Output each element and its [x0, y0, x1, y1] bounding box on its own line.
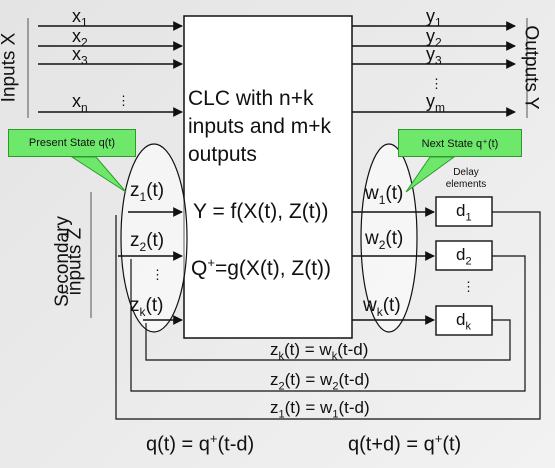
next-state-ellipse [360, 143, 418, 333]
clc-text-line3: outputs [188, 143, 257, 166]
delay-box-d2 [435, 240, 493, 271]
delay-label-line2: elements [445, 178, 487, 190]
input-label-x1: x1 [72, 6, 88, 30]
input-label-x2: x2 [72, 26, 88, 50]
clc-box [183, 15, 353, 339]
inputs-x-label: Inputs X [0, 32, 20, 103]
z-ellipsis: ⋮ [151, 267, 164, 282]
footer-equation-right: q(t+d) = q+(t) [348, 431, 462, 456]
output-label-y1: y1 [426, 6, 442, 30]
output-label-ym: ym [426, 91, 445, 115]
output-label-y3: y3 [426, 44, 442, 68]
present-state-callout: Present State q(t) [8, 129, 136, 157]
feedback-relation-2: z2(t) = w2(t-d) [270, 370, 370, 393]
footer-equation-left: q(t) = q+(t-d) [146, 431, 255, 456]
feedback-loop-k [145, 319, 511, 361]
feedback-loop-2 [130, 255, 526, 392]
z2-label: z2(t) [130, 230, 165, 254]
output-label-y2: y2 [426, 26, 442, 50]
feedback-relation-k: zk(t) = wk(t-d) [270, 340, 369, 363]
present-state-pointer [70, 156, 127, 193]
input-label-xn: xn [72, 91, 88, 115]
w2-label: w2(t) [365, 228, 404, 252]
delay-elements-label: Delay elements [437, 167, 495, 190]
input-label-x3: x3 [72, 44, 88, 68]
feedback-relation-1: z1(t) = w1(t-d) [270, 398, 370, 421]
w1-label: w1(t) [365, 183, 404, 207]
wk-label: wk(t) [363, 295, 401, 319]
outputs-y-label: Outputs Y [520, 25, 542, 110]
feedback-loop-1 [115, 211, 541, 420]
output-equation: Y = f(X(t), Z(t)) [193, 200, 329, 223]
z1-label: z1(t) [130, 180, 165, 204]
secondary-inputs-label-line2: inputs Z [64, 227, 86, 296]
delay-box-dk [435, 305, 493, 336]
delay-label-d1: d1 [456, 201, 472, 224]
delay-label-line1: Delay [453, 167, 479, 178]
zk-label: zk(t) [130, 295, 164, 319]
delay-ellipsis: ⋮ [462, 279, 475, 294]
present-state-ellipse [120, 143, 188, 333]
next-state-equation: Q+=g(X(t), Z(t)) [191, 255, 332, 280]
output-ellipsis: ⋮ [430, 76, 443, 91]
next-state-pointer [405, 156, 456, 193]
clc-text-line2: inputs and m+k [188, 115, 332, 138]
delay-box-d1 [435, 196, 493, 227]
next-state-callout: Next State q⁺(t) [398, 129, 522, 157]
delay-label-dk: dk [456, 310, 471, 333]
clc-text-line1: CLC with n+k [188, 87, 314, 110]
delay-label-d2: d2 [456, 245, 472, 268]
input-ellipsis: ⋮ [117, 93, 130, 108]
